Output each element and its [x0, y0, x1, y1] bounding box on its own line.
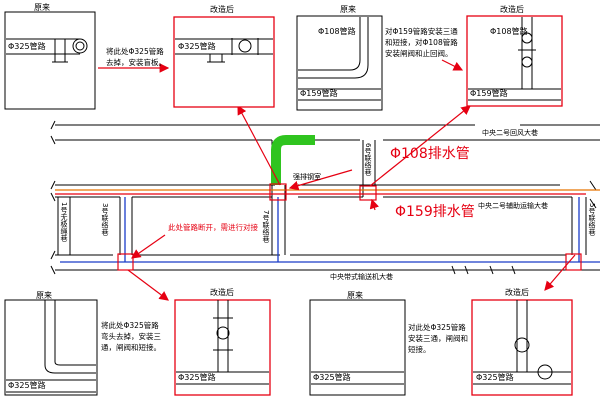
arrow-phi108-label — [288, 169, 353, 191]
inset-bottom-right-after — [471, 299, 573, 396]
arrow-to-bottom-left-after — [127, 269, 169, 301]
arrow-to-bottom-right-after — [544, 254, 576, 291]
pipe-label-bottom-left-after: Φ325管路 — [178, 373, 216, 382]
pipe-label-phi159-after: Φ159管路 — [470, 89, 508, 98]
pipe-label-phi108-after: Φ108管路 — [490, 27, 528, 36]
inset-bottom-left-after — [174, 299, 271, 396]
roadway-label-link-6: 6号联络巷 — [364, 143, 372, 176]
label-before-top-right: 原来 — [340, 5, 356, 14]
label-before-top-left: 原来 — [34, 3, 50, 12]
arrow-top-right — [441, 59, 464, 71]
inset-top-right-after — [466, 15, 563, 107]
pipe-label-bottom-right-after: Φ325管路 — [476, 373, 514, 382]
pipe-label-bottom-left-before: Φ325管路 — [8, 381, 46, 390]
callout-break-note: 此处管路断开，需进行对接 — [168, 223, 258, 232]
roadway-label-link-3: 3号联络巷 — [101, 203, 109, 236]
note-top-left: 将此处Φ325管路去掉，安装盲板。 — [106, 47, 166, 67]
callout-phi108-drain: Φ108排水管 — [390, 146, 470, 162]
arrow-break-note — [131, 234, 166, 259]
note-top-right: 对Φ159管路安装三通和短接，对Φ108管路安装闸阀和止回阀。 — [385, 27, 458, 58]
roadway-label-rope-1: 1号无极绳巷 — [60, 202, 68, 242]
pipe-label-phi159-before: Φ159管路 — [300, 89, 338, 98]
label-before-bottom-right: 原来 — [347, 291, 363, 300]
arrows — [98, 59, 576, 301]
marker-phi159 — [359, 185, 377, 201]
tunnel-outlines — [50, 120, 600, 275]
label-after-bottom-left: 改造后 — [210, 288, 234, 297]
arrow-phi159-label — [369, 198, 380, 211]
callout-phi159-drain: Φ159排水管 — [395, 204, 475, 220]
pipelines — [55, 135, 600, 263]
pipe-label-bottom-right-before: Φ325管路 — [313, 373, 351, 382]
note-bottom-right: 对此处Φ325管路安装三通，闸阀和短接。 — [408, 323, 468, 354]
inset-bottom-right-before — [309, 299, 406, 396]
roadway-label-aux-transport: 中央二号辅助运输大巷 — [478, 202, 548, 210]
roadway-label-return-air: 中央二号回风大巷 — [482, 129, 538, 137]
inset-frames — [4, 11, 573, 396]
roadway-label-conveyor: 中央带式输送机大巷 — [330, 273, 393, 281]
pipe-label-phi108-before: Φ108管路 — [318, 27, 356, 36]
marker-5 — [565, 253, 582, 271]
label-after-top-left: 改造后 — [210, 5, 234, 14]
pipe-label-top-left-after: Φ325管路 — [178, 42, 216, 51]
marker-break-3 — [117, 253, 134, 271]
label-after-bottom-right: 改造后 — [505, 288, 529, 297]
pipe-label-top-left-before: Φ325管路 — [8, 42, 46, 51]
label-after-top-right: 改造后 — [500, 5, 524, 14]
note-bottom-left: 将此处Φ325管路弯头去掉，安装三通，闸阀和短接。 — [101, 321, 161, 352]
inset-pipes — [6, 17, 571, 393]
label-drainage-well: 强排钢室 — [293, 173, 321, 181]
conveyor-marks — [451, 265, 516, 275]
arrow-to-top-left-after — [237, 104, 281, 186]
arrow-to-top-right-after — [369, 105, 471, 187]
inset-bottom-left-before — [4, 299, 98, 396]
inset-top-left-before — [4, 11, 96, 110]
roadway-label-link-7: 7号联络巷 — [262, 210, 270, 243]
label-before-bottom-left: 原来 — [36, 291, 52, 300]
marker-phi108 — [269, 183, 287, 201]
connection-markers — [117, 183, 582, 271]
roadway-label-link-5: 5号联络巷 — [588, 203, 596, 236]
